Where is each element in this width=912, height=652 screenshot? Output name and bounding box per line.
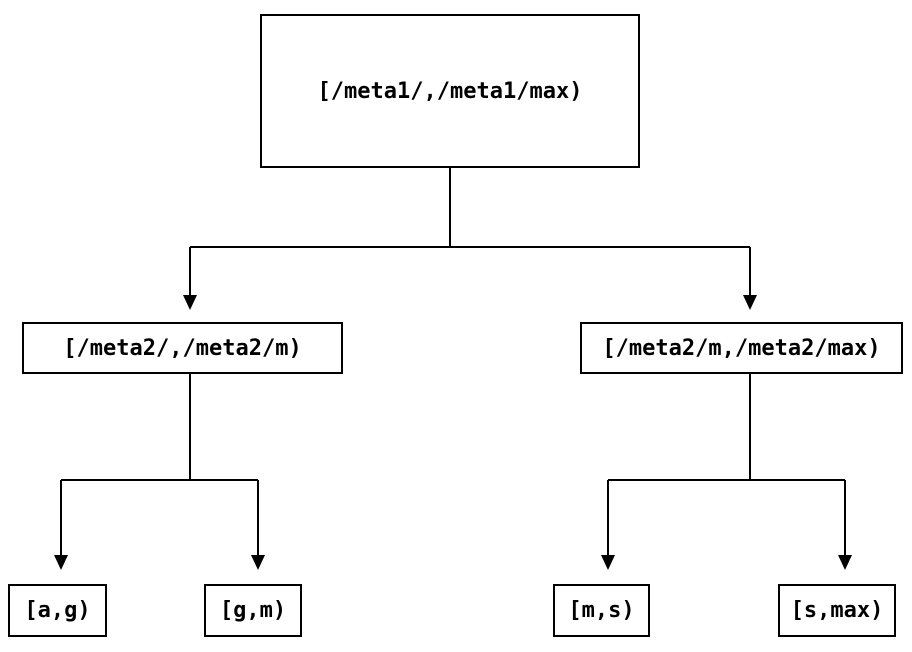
node-leaf-smax-label: [s,max): [790, 598, 884, 623]
node-meta2-right-label: [/meta2/m,/meta2/max): [602, 335, 881, 361]
arrowhead-ms-icon: [601, 555, 615, 570]
node-meta2-left: [/meta2/,/meta2/m): [22, 322, 343, 374]
node-meta2-right: [/meta2/m,/meta2/max): [580, 322, 903, 374]
node-leaf-ms: [m,s): [553, 584, 650, 637]
node-leaf-ag-label: [a,g): [24, 598, 91, 623]
edge-root-children: [189, 168, 751, 296]
right-arrowheads: [601, 555, 852, 570]
node-root: [/meta1/,/meta1/max): [260, 14, 640, 168]
node-leaf-gm-label: [g,m): [219, 598, 287, 623]
node-leaf-ag: [a,g): [8, 584, 107, 637]
arrowhead-right-icon: [743, 295, 757, 310]
node-leaf-smax: [s,max): [778, 584, 896, 637]
node-root-label: [/meta1/,/meta1/max): [317, 78, 583, 104]
arrowhead-left-icon: [183, 295, 197, 310]
node-leaf-ms-label: [m,s): [568, 598, 635, 623]
left-arrowheads: [54, 555, 265, 570]
arrowhead-gm-icon: [251, 555, 265, 570]
edge-left-children: [60, 374, 259, 556]
node-leaf-gm: [g,m): [204, 584, 302, 637]
node-meta2-left-label: [/meta2/,/meta2/m): [63, 335, 302, 361]
edge-right-children: [607, 374, 846, 556]
arrowhead-ag-icon: [54, 555, 68, 570]
level1-arrowheads: [183, 295, 757, 310]
arrowhead-smax-icon: [838, 555, 852, 570]
